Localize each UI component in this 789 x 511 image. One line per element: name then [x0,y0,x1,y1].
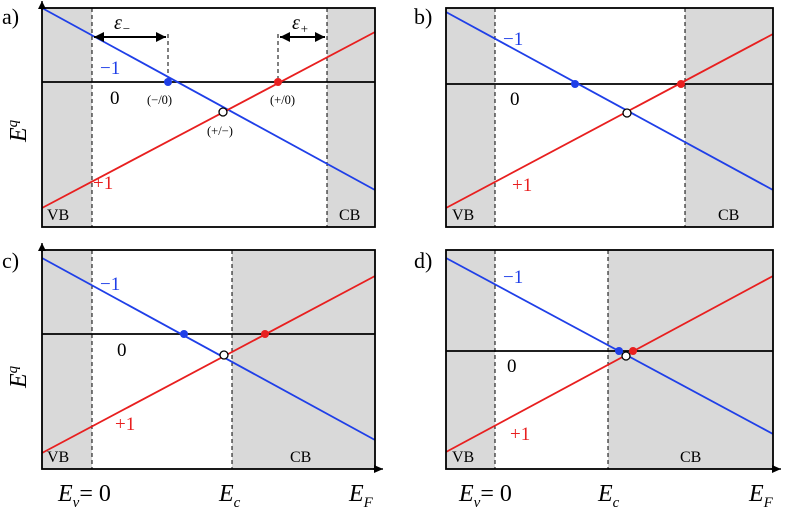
panel-a-cb-label: CB [339,207,360,224]
panel-a-plusminus-annotation: (+/−) [207,124,233,138]
panel-b: b) −1 0 +1 VB CB [414,4,774,228]
panel-d-zero-label: 0 [507,356,517,377]
panel-b-frame [445,7,774,228]
panel-a-eps-plus-arrowhead-right [315,32,325,42]
x-tick-ec-right: Ec [597,481,620,511]
panel-a-minus0-marker [164,78,172,86]
panel-a-zero-label: 0 [110,88,120,109]
x-axis-label-left: EF [348,481,374,511]
panel-c-x-axis-arrowhead [374,465,383,473]
panel-b-minus-label: −1 [503,29,523,50]
x-tick-ev-right: Ev= 0 [458,481,512,511]
panel-c-minus-label: −1 [100,274,120,295]
panel-d-plus0-marker [629,347,637,355]
panel-b-cb-label: CB [718,207,739,224]
panel-a-y-axis-arrowhead [38,1,46,9]
panel-a-plus-label: +1 [93,173,113,194]
panel-b-vb-label: VB [452,207,474,224]
panel-a: a) ε− ε+ −1 0 +1 (−/0) (+/0) (+/−) VB CB [2,1,376,228]
panel-d-minus-line [445,257,774,435]
x-axis-label-right: EF [748,481,774,511]
panel-b-minus-line [445,11,774,191]
panel-a-eps-plus-arrowhead-left [280,32,290,42]
panel-d-plusminus-marker [621,351,631,361]
x-tick-ec-left: Ec [218,481,241,511]
panel-b-plus-label: +1 [512,175,532,196]
panel-a-minus0-annotation: (−/0) [147,93,172,107]
panel-a-letter: a) [2,4,19,29]
panel-c-plusminus-marker [219,350,229,360]
panel-d-x-axis-arrowhead [772,465,781,473]
panel-a-vb-label: VB [47,207,69,224]
panel-c: c) −1 0 +1 VB CB [2,243,383,473]
panel-c-frame [41,249,376,470]
panel-a-plus0-annotation: (+/0) [270,93,295,107]
panel-d-vb-region [446,250,495,469]
panel-d-letter: d) [414,248,432,273]
panel-b-plus0-marker [677,80,685,88]
panel-c-cb-label: CB [290,449,311,466]
panel-d-minus0-marker [615,347,623,355]
y-axis-label-bottom: Eq [5,365,32,389]
panel-a-plusminus-marker [218,107,228,117]
panel-d-minus-label: −1 [503,267,523,288]
panel-c-vb-label: VB [47,449,69,466]
panel-c-plus-label: +1 [115,414,135,435]
panel-a-eps-minus-arrowhead-right [156,32,166,42]
panel-a-plus-line [41,31,376,209]
panel-b-vb-region [446,8,495,227]
panel-c-minus-line [41,257,376,441]
panel-a-vb-region [42,8,92,227]
panel-a-cb-region [327,8,375,227]
panel-b-cb-region [685,8,773,227]
panel-c-minus0-marker [180,330,188,338]
panel-d-frame [445,249,774,470]
panel-b-zero-label: 0 [510,89,520,110]
panel-a-plus0-marker [274,78,282,86]
panel-c-letter: c) [2,248,19,273]
panel-b-plusminus-marker [622,108,632,118]
panel-a-eps-minus-arrowhead-left [94,32,104,42]
panel-b-minus0-marker [571,80,579,88]
panel-d-cb-label: CB [680,449,701,466]
panel-c-y-axis-arrowhead [38,243,46,251]
panel-a-eps-minus-label: ε− [114,12,131,36]
panel-b-plus-line [445,33,774,209]
panel-d-plus-label: +1 [510,424,530,445]
panel-b-letter: b) [414,4,432,29]
panel-c-zero-label: 0 [117,340,127,361]
x-tick-ev-left: Ev= 0 [57,481,111,511]
panel-d-plus-line [445,275,774,453]
y-axis-label-top: Eq [5,119,32,143]
panel-d-vb-label: VB [452,449,474,466]
panel-d: d) −1 0 +1 VB CB [414,248,781,473]
panel-c-plus0-marker [261,330,269,338]
panel-c-vb-region [42,250,92,469]
panel-a-eps-plus-label: ε+ [292,12,309,36]
panel-a-frame [41,7,376,228]
panel-a-minus-label: −1 [100,58,120,79]
panel-c-plus-line [41,275,376,454]
panel-c-cb-region [232,250,375,469]
